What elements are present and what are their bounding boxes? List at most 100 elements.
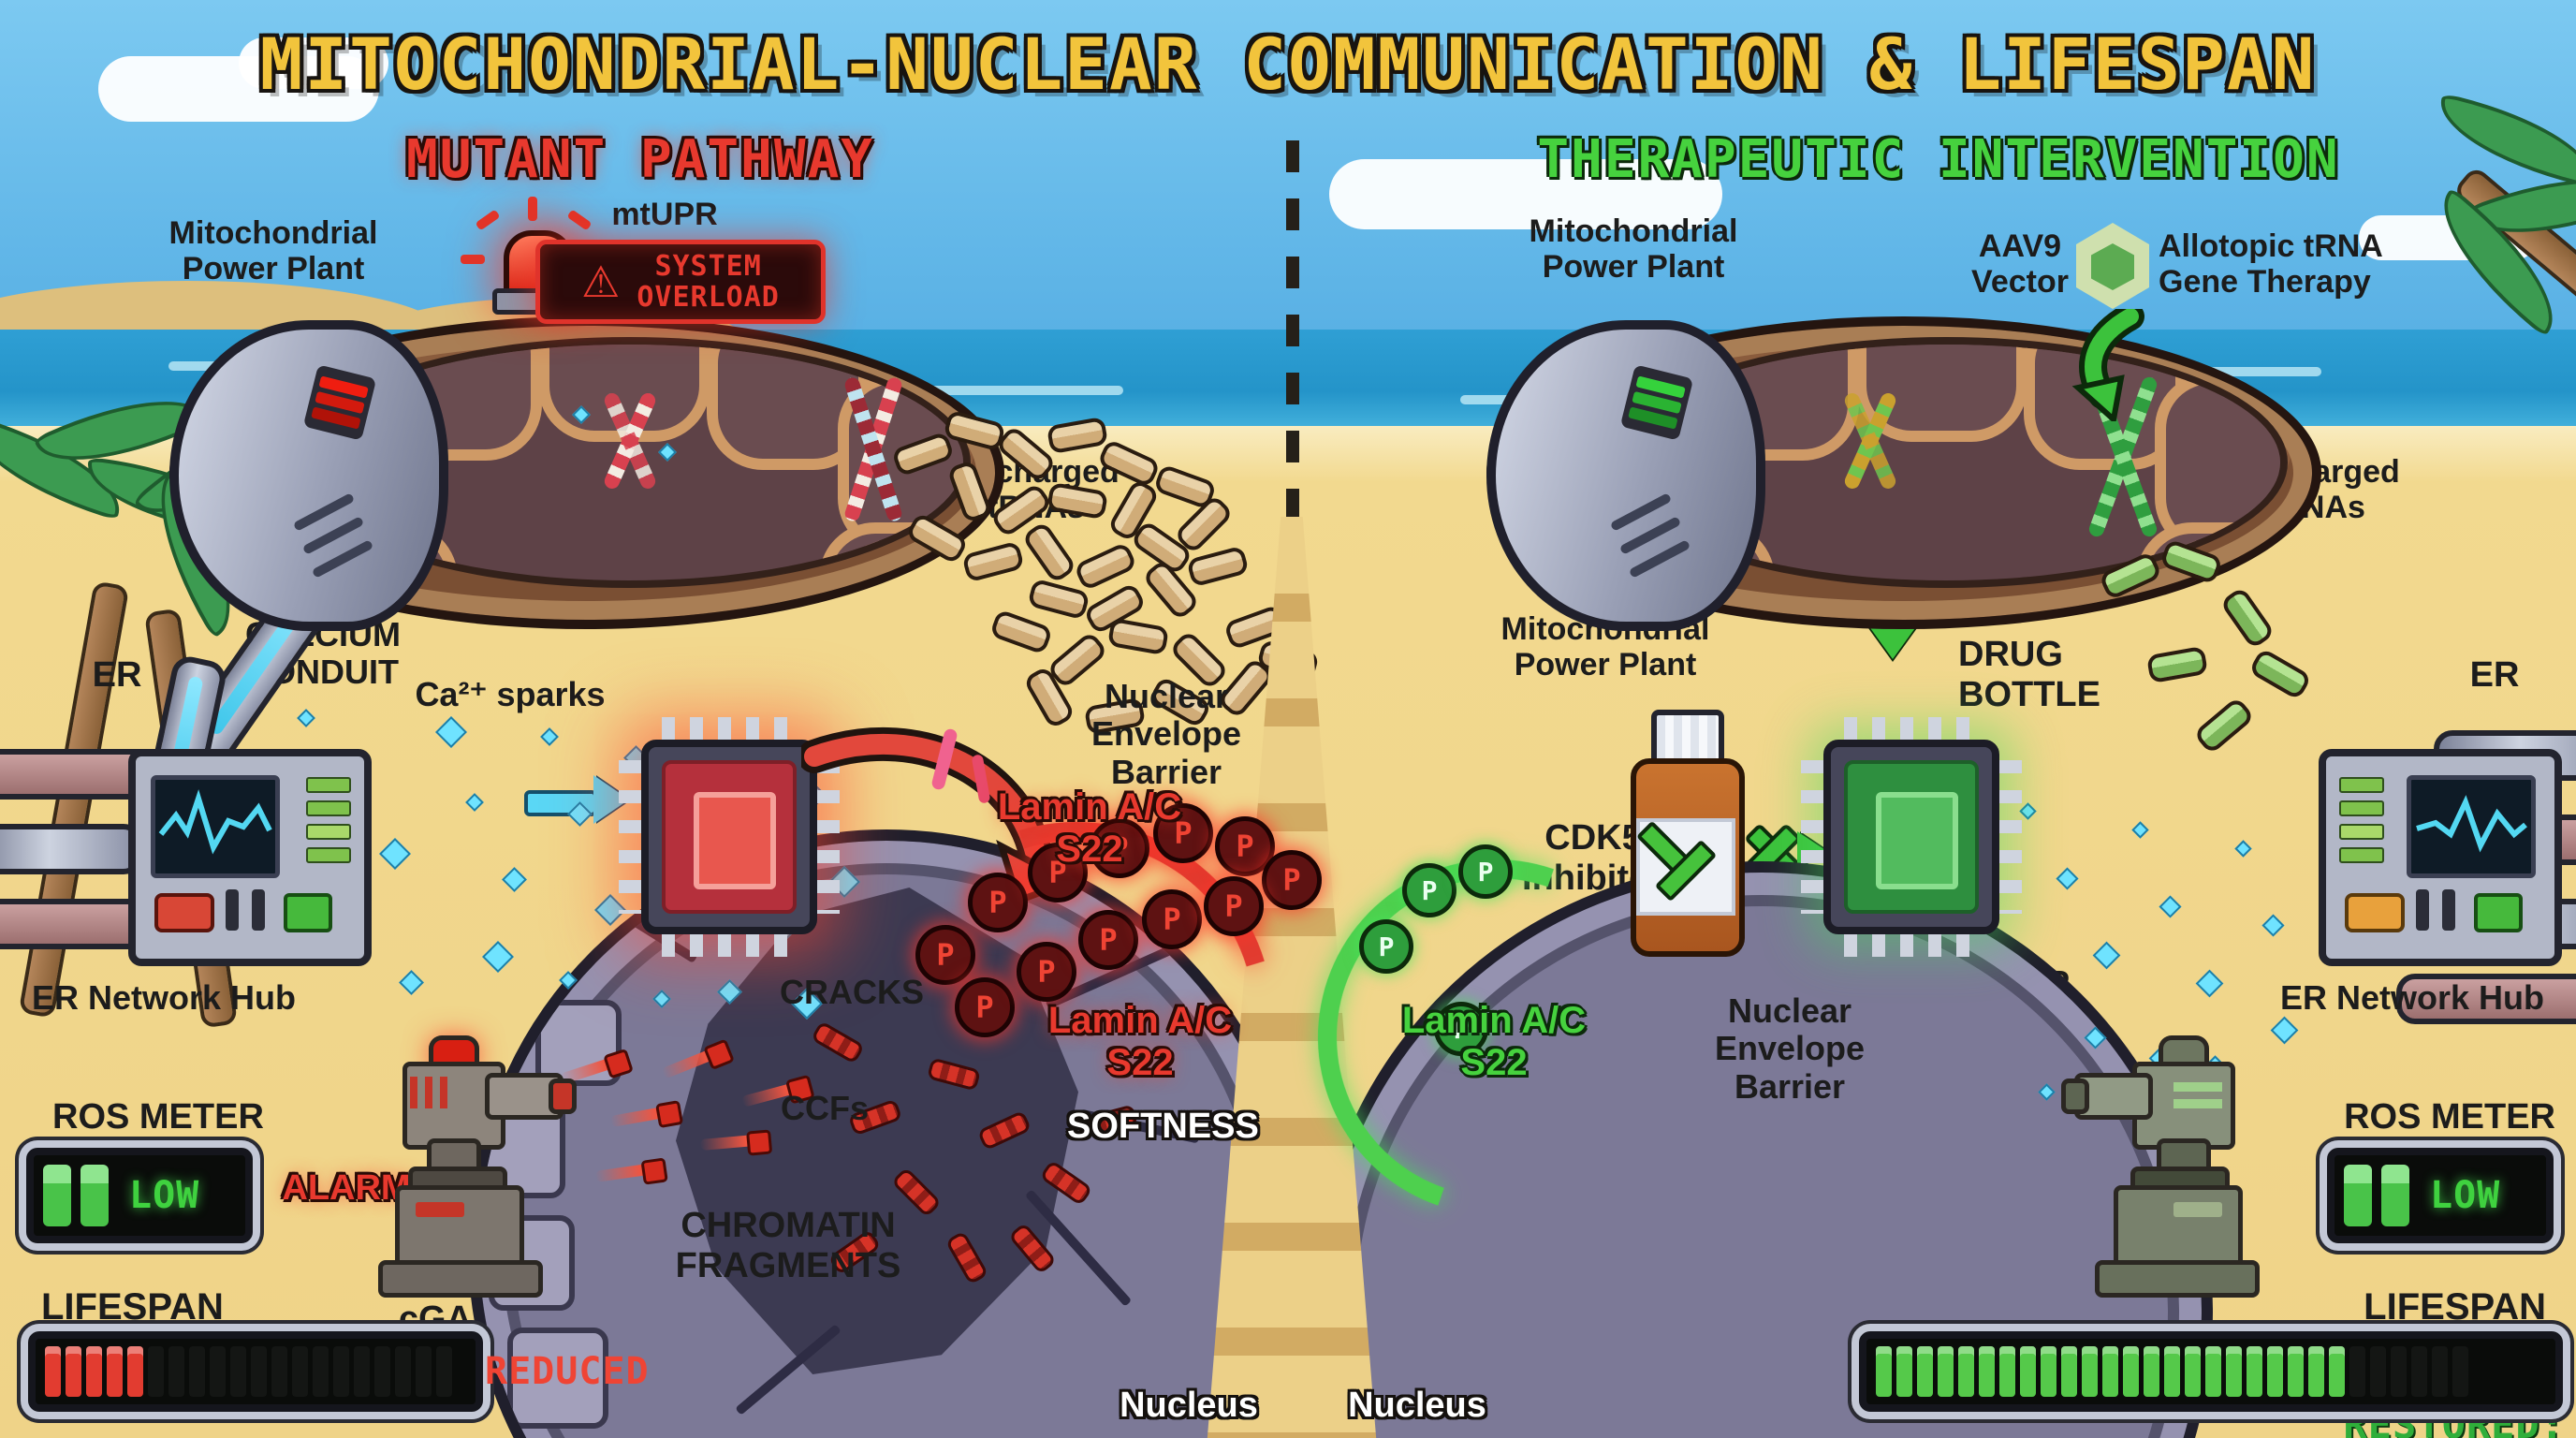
phospho-badge: P [1090, 818, 1149, 878]
lifespan-segment [2308, 1346, 2324, 1397]
lifespan-segment [2020, 1346, 2036, 1397]
lifespan-segment [395, 1346, 411, 1397]
system-overload-text: SYSTEM OVERLOAD [637, 250, 780, 314]
er-screen [151, 775, 280, 878]
phospho-badge: P [915, 925, 975, 985]
right-nucleus-label: Nucleus [1348, 1386, 1486, 1425]
left-ros-value: LOW [129, 1174, 200, 1217]
mitochondrion-left-engine-cap [169, 320, 448, 631]
left-power-plant-label: Mitochondrial Power Plant [168, 215, 378, 287]
right-ros-meter: LOW [2327, 1148, 2554, 1243]
lifespan-segment [2061, 1346, 2077, 1397]
phospho-badge: P [1017, 942, 1076, 1002]
ros-bar-segment [2344, 1165, 2372, 1226]
lifespan-segment [66, 1346, 81, 1397]
er-indicator-lights [306, 777, 351, 871]
er-network-hub-right [2319, 749, 2562, 966]
lifespan-segment [2267, 1346, 2283, 1397]
aav9-vector-label: AAV9 Vector [1971, 228, 2069, 301]
lifespan-segment [230, 1346, 246, 1397]
drug-bottle-icon [1631, 710, 1745, 957]
lifespan-segment [210, 1346, 226, 1397]
green-curved-arrow-icon [2071, 309, 2144, 421]
lifespan-segment [333, 1346, 349, 1397]
lifespan-segment [2370, 1346, 2386, 1397]
phospho-badge: P [1434, 1002, 1488, 1056]
lifespan-segment [354, 1346, 370, 1397]
lifespan-segment [1917, 1346, 1933, 1397]
lifespan-segment [436, 1346, 452, 1397]
lifespan-segment [2102, 1346, 2118, 1397]
er-slider [252, 889, 265, 931]
right-panel-header: THERAPEUTIC INTERVENTION [1537, 129, 2340, 190]
glitched-helix-icon-right [1830, 389, 1898, 492]
drug-bottle-label: DRUG BOTTLE [1958, 635, 2100, 714]
ros-bar-segment [80, 1165, 109, 1226]
er-amber-button [2345, 893, 2405, 932]
left-panel-header: MUTANT PATHWAY [405, 129, 874, 190]
lifespan-segment [1979, 1346, 1995, 1397]
lifespan-segment [1896, 1346, 1912, 1397]
left-lifespan-bar: REDUCED [28, 1331, 649, 1412]
phospho-badge: P [1204, 876, 1264, 936]
lifespan-segment [1999, 1346, 2015, 1397]
lifespan-segment [251, 1346, 267, 1397]
lifespan-segment [2329, 1346, 2345, 1397]
lifespan-segment [2288, 1346, 2304, 1397]
lifespan-segment [2452, 1346, 2468, 1397]
left-er-label: ER [92, 655, 142, 695]
left-lamin-label-top: Lamin A/C S22 [997, 786, 1182, 870]
cdk5-kinase-chip-right [1801, 717, 2022, 957]
right-lamin-label: Lamin A/C S22 [1401, 1000, 1587, 1083]
er-pipe [0, 824, 142, 874]
lifespan-segment [2247, 1346, 2262, 1397]
ros-bar-segment [43, 1165, 71, 1226]
lifespan-segment [2041, 1346, 2056, 1397]
er-slider [2416, 889, 2429, 931]
glitched-helix-icon [572, 389, 677, 492]
lifespan-segment [313, 1346, 329, 1397]
phospho-badge: P [1458, 844, 1513, 899]
right-power-plant-label-top: Mitochondrial Power Plant [1529, 213, 1738, 286]
cloud [1329, 159, 1722, 229]
lifespan-segment [1938, 1346, 1954, 1397]
lifespan-segment [2411, 1346, 2427, 1397]
right-nuclear-envelope-label: Nuclear Envelope Barrier [1714, 991, 1866, 1106]
phospho-badge: P [955, 977, 1015, 1037]
lifespan-segment [2164, 1346, 2180, 1397]
left-nuclear-envelope-label: Nuclear Envelope Barrier [1090, 677, 1242, 791]
lifespan-segment [2123, 1346, 2139, 1397]
left-er-hub-label: ER Network Hub [32, 978, 297, 1017]
lifespan-segment [127, 1346, 143, 1397]
lifespan-segment [45, 1346, 61, 1397]
lifespan-segment [2391, 1346, 2407, 1397]
er-green-button [2474, 893, 2523, 932]
ccfs-label: CCFs [780, 1089, 869, 1127]
er-red-button [154, 893, 214, 932]
right-lifespan-bar [1859, 1331, 2563, 1412]
lifespan-segment [2205, 1346, 2221, 1397]
alarm-label: ALARM [282, 1168, 411, 1208]
phospho-badge: P [968, 873, 1028, 932]
ros-bars [2334, 1165, 2409, 1226]
phospho-badge: P [1402, 863, 1456, 917]
left-lamin-label-bottom: Lamin A/C S22 [1047, 1000, 1233, 1083]
lifespan-segment [189, 1346, 205, 1397]
lifespan-segment [2349, 1346, 2365, 1397]
er-slider [2442, 889, 2455, 931]
er-pipe [2396, 974, 2576, 1024]
left-lifespan-status: REDUCED [485, 1350, 650, 1393]
phospho-badge: P [1142, 889, 1202, 949]
cgas-sting-turret-right [2061, 1035, 2263, 1298]
ros-bar-segment [2381, 1165, 2409, 1226]
cracks-label: CRACKS [779, 973, 924, 1011]
ca-sparks-label: Ca²⁺ sparks [415, 675, 606, 713]
mtupr-label: mtUPR [611, 197, 718, 232]
er-indicator-lights [2339, 777, 2384, 871]
right-ros-value: LOW [2430, 1174, 2501, 1217]
lifespan-segment [416, 1346, 432, 1397]
left-ros-meter: LOW [26, 1148, 253, 1243]
er-screen [2407, 775, 2536, 878]
left-ros-meter-label: ROS METER [52, 1097, 264, 1137]
